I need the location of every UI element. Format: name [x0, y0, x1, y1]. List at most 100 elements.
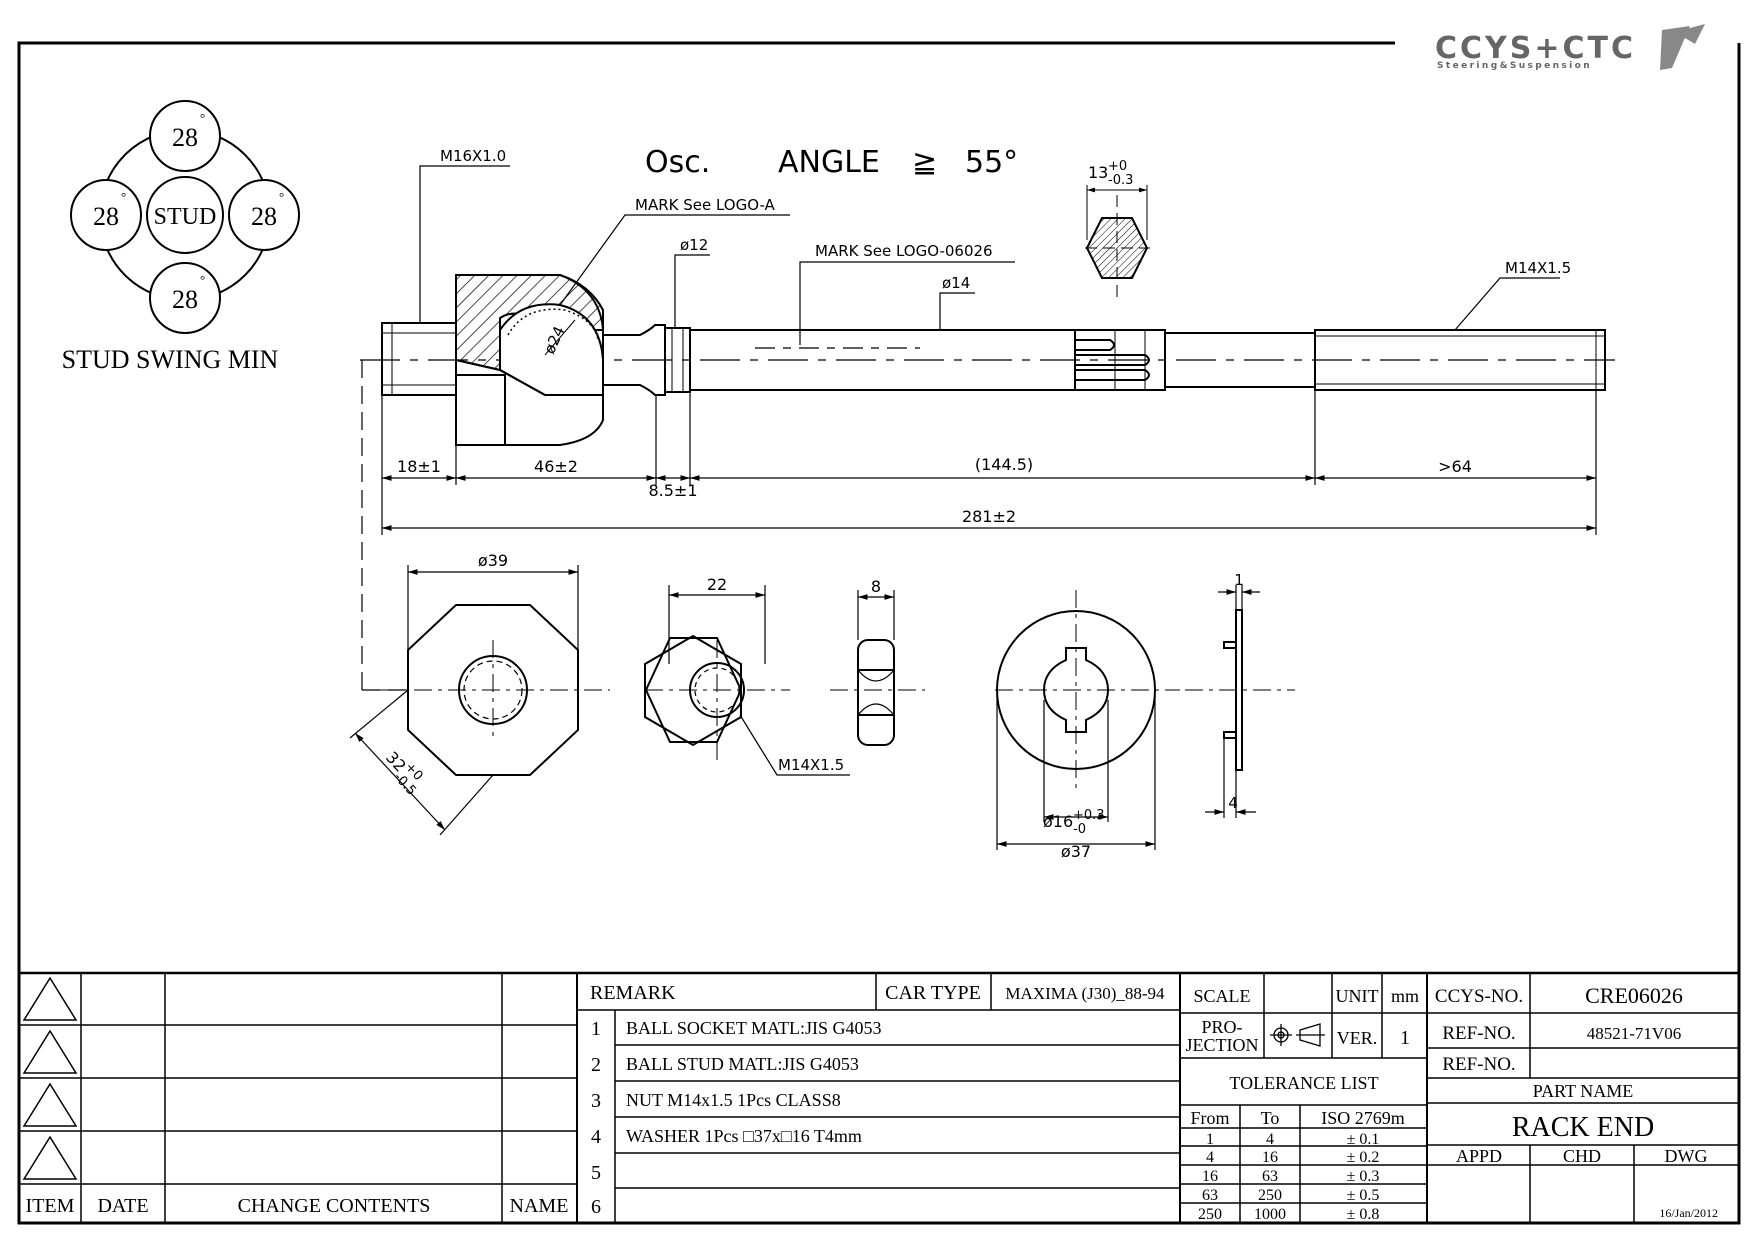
remark-no-1: 1 — [591, 1018, 601, 1040]
rack-end-side-view — [360, 274, 1615, 446]
car-type-value: MAXIMA (J30)_88-94 — [1005, 984, 1165, 1003]
tol-from-5: 250 — [1198, 1206, 1222, 1223]
dimension-lines — [361, 360, 1597, 691]
tol-val-3: ± 0.3 — [1347, 1168, 1380, 1185]
projection-label-2: JECTION — [1186, 1035, 1259, 1055]
dia-14-label: ø14 — [942, 274, 970, 292]
tol-from-2: 4 — [1206, 1149, 1214, 1166]
dim-8-5: 8.5±1 — [648, 481, 697, 500]
car-type-label: CAR TYPE — [885, 982, 981, 1004]
logo-tagline: Steering&Suspension — [1437, 61, 1592, 71]
nut-thread-label: M14X1.5 — [778, 756, 844, 774]
angle-value: 55° — [965, 145, 1018, 180]
nut-side-view — [830, 590, 925, 746]
remark-no-6: 6 — [591, 1196, 601, 1218]
socket-end-view — [349, 565, 610, 836]
stud-center-label: STUD — [154, 204, 217, 230]
tol-header-to: To — [1261, 1108, 1280, 1128]
remark-text-3: NUT M14x1.5 1Pcs CLASS8 — [626, 1090, 841, 1110]
remark-no-4: 4 — [591, 1126, 601, 1148]
appd-label: APPD — [1456, 1146, 1502, 1166]
dim-64: >64 — [1438, 457, 1472, 476]
tol-val-4: ± 0.5 — [1347, 1187, 1380, 1204]
remark-no-5: 5 — [591, 1162, 601, 1184]
socket-dia-label: ø39 — [478, 551, 508, 570]
scale-label: SCALE — [1193, 986, 1250, 1006]
angle-symbol: ≧ — [912, 145, 937, 180]
part-name-value: RACK END — [1512, 1112, 1654, 1143]
washer-thickness-label: 1 — [1234, 571, 1244, 589]
remark-text-1: BALL SOCKET MATL:JIS G4053 — [626, 1018, 882, 1038]
stud-angle-left: 28 — [93, 202, 119, 231]
remark-text-4: WASHER 1Pcs □37x□16 T4mm — [626, 1126, 862, 1146]
nut-front-view — [644, 585, 850, 776]
tol-val-2: ± 0.2 — [1347, 1149, 1380, 1166]
stud-swing-diagram — [70, 100, 300, 334]
tol-to-2: 16 — [1262, 1149, 1278, 1166]
tol-to-4: 250 — [1258, 1187, 1282, 1204]
stud-swing-caption: STUD SWING MIN — [62, 345, 279, 374]
remark-no-3: 3 — [591, 1090, 601, 1112]
nut-width-label: 22 — [707, 575, 727, 594]
hex-cross-section — [1085, 185, 1150, 300]
part-name-label: PART NAME — [1533, 1081, 1633, 1101]
mark-logo-a-label: MARK See LOGO-A — [635, 196, 776, 214]
stud-angle-top: 28 — [172, 123, 198, 152]
ccys-no-label: CCYS-NO. — [1435, 986, 1523, 1007]
mark-logo-06026-label: MARK See LOGO-06026 — [815, 242, 993, 260]
rev-header-date: DATE — [97, 1195, 148, 1217]
unit-label: UNIT — [1336, 986, 1379, 1006]
tol-to-3: 63 — [1262, 1168, 1278, 1185]
ref-no-value: 48521-71V06 — [1587, 1024, 1681, 1043]
unit-value: mm — [1391, 986, 1419, 1006]
washer-outer-label: ø37 — [1061, 842, 1091, 861]
remark-header: REMARK — [590, 982, 676, 1004]
tolerance-title: TOLERANCE LIST — [1229, 1073, 1378, 1093]
ver-label: VER. — [1337, 1028, 1378, 1048]
stud-angle-bottom: 28 — [172, 285, 198, 314]
leader-lines — [419, 165, 1560, 356]
tol-to-1: 4 — [1266, 1131, 1274, 1148]
ref-no2-label: REF-NO. — [1442, 1054, 1515, 1075]
washer-front-view — [995, 590, 1180, 850]
dwg-label: DWG — [1665, 1146, 1708, 1166]
hex-size-upper: +0 — [1108, 159, 1127, 174]
dim-18: 18±1 — [397, 457, 441, 476]
drawing-date: 16/Jan/2012 — [1659, 1206, 1718, 1220]
degree-mark-right: ° — [279, 189, 284, 204]
sheet-frame — [17, 41, 1741, 1225]
projection-label-1: PRO- — [1201, 1017, 1242, 1037]
stud-angle-right: 28 — [251, 202, 277, 231]
angle-label: ANGLE — [778, 145, 880, 180]
nut-thickness-label: 8 — [871, 577, 881, 596]
dia-12-label: ø12 — [680, 236, 708, 254]
hex-size-lower: -0.3 — [1108, 173, 1133, 188]
projection-symbol-icon — [1270, 1023, 1325, 1047]
tol-header-iso: ISO 2769m — [1321, 1108, 1405, 1128]
remark-text-2: BALL STUD MATL:JIS G4053 — [626, 1054, 859, 1074]
washer-tab-label: 4 — [1228, 794, 1238, 812]
tol-from-3: 16 — [1202, 1168, 1218, 1185]
chd-label: CHD — [1563, 1146, 1601, 1166]
rev-header-item: ITEM — [26, 1195, 75, 1217]
tol-from-4: 63 — [1202, 1187, 1218, 1204]
tol-val-5: ± 0.8 — [1347, 1206, 1380, 1223]
tol-from-1: 1 — [1206, 1131, 1214, 1148]
dim-46: 46±2 — [534, 457, 578, 476]
dim-total: 281±2 — [962, 507, 1016, 526]
rev-header-name: NAME — [510, 1195, 569, 1217]
degree-mark-top: ° — [200, 110, 205, 125]
degree-mark-left: ° — [121, 189, 126, 204]
hex-size-main: 13 — [1088, 163, 1108, 182]
ccys-no-value: CRE06026 — [1585, 983, 1683, 1008]
thread-left-label: M16X1.0 — [440, 147, 506, 165]
ref-no-label: REF-NO. — [1442, 1023, 1515, 1044]
tol-to-5: 1000 — [1254, 1206, 1286, 1223]
rev-header-change: CHANGE CONTENTS — [238, 1195, 431, 1217]
company-logo: CCYS+CTC Steering&Suspension — [1435, 24, 1705, 71]
degree-mark-bottom: ° — [200, 272, 205, 287]
ver-value: 1 — [1400, 1027, 1410, 1049]
washer-inner-lower: -0 — [1073, 822, 1086, 837]
washer-inner-main: ø16 — [1043, 812, 1073, 831]
